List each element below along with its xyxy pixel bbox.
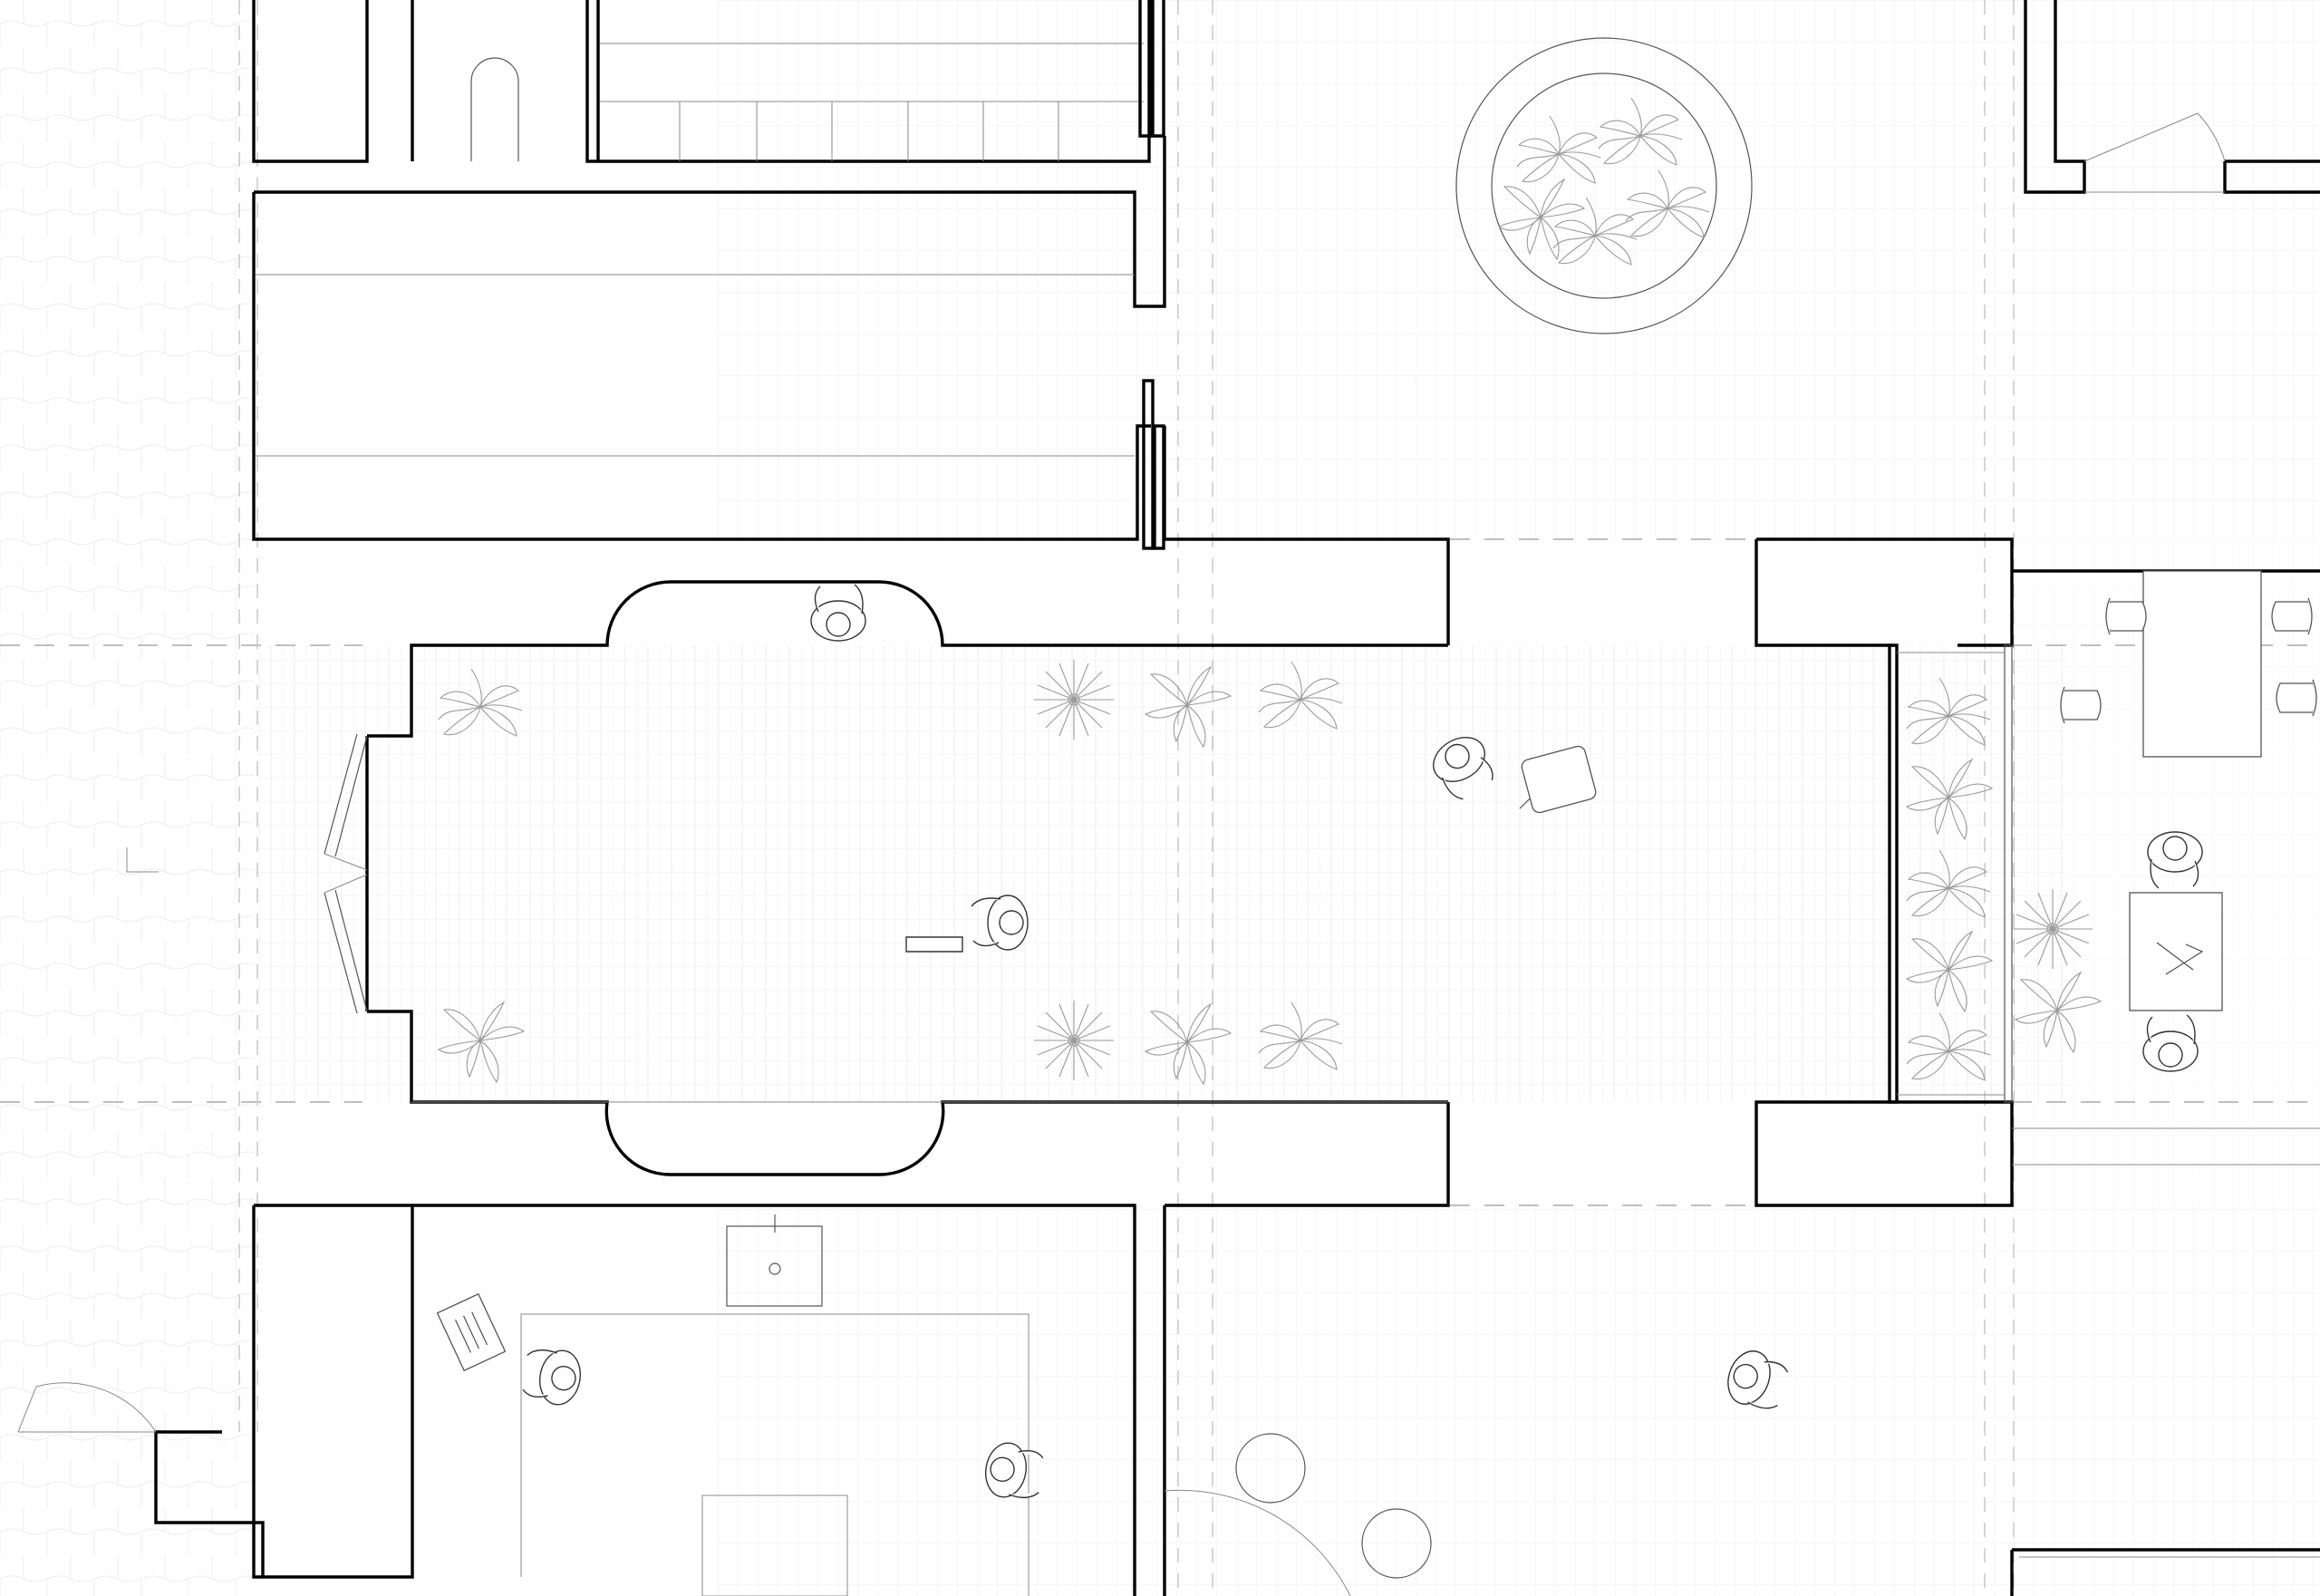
people	[518, 584, 1793, 1504]
person-corridor-legs	[905, 936, 963, 953]
suitcase	[1519, 745, 1597, 814]
person-top-alcove	[810, 584, 866, 642]
north-rooms	[252, 0, 1165, 163]
street-paving-left	[0, 0, 222, 1596]
lower-courtyard	[1164, 1433, 2320, 1596]
street-paving-strip	[222, 0, 254, 1596]
glazed-screen	[1888, 643, 2013, 1104]
round-planter	[1455, 37, 1753, 334]
upper-room	[252, 136, 1450, 645]
entry-doors	[126, 733, 369, 1014]
corridor-tiles	[254, 645, 2066, 1102]
person-kitchen-a	[518, 1343, 585, 1409]
cafe-seating	[2060, 570, 2317, 1072]
northeast-building	[2012, 0, 2320, 1166]
lower-room	[17, 1204, 1166, 1596]
corridor	[367, 537, 2014, 1207]
